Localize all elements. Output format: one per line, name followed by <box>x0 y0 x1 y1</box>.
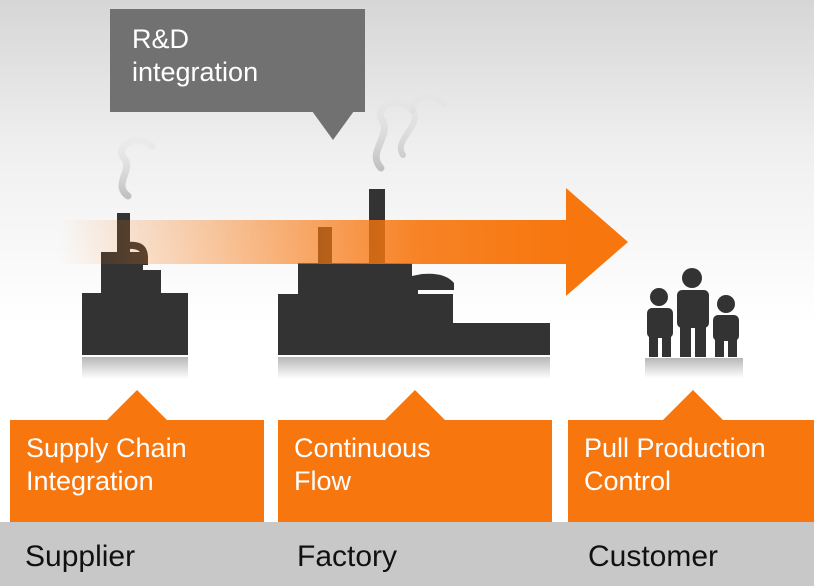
callout-continuous-flow: Continuous Flow <box>278 420 552 523</box>
column-label-supplier: Supplier <box>25 540 136 573</box>
flow-arrow <box>60 188 628 296</box>
callout-notch-supplier <box>106 390 168 421</box>
callout-notch-customer <box>662 390 724 421</box>
callout-pull-production: Pull Production Control <box>568 420 814 523</box>
callout-supply-chain: Supply Chain Integration <box>10 420 264 523</box>
callout-line-1: Supply Chain <box>26 433 187 463</box>
customer-family-icon <box>645 268 743 378</box>
smoke-icon <box>397 93 447 158</box>
rd-callout-line-2: integration <box>132 56 259 87</box>
callout-line-1: Continuous <box>294 433 431 463</box>
bottom-label-bar <box>0 522 814 586</box>
callout-line-2: Integration <box>26 465 154 496</box>
rd-integration-callout: R&D integration <box>110 9 365 112</box>
callout-line-1: Pull Production <box>584 433 766 463</box>
smoke-icon <box>118 136 156 200</box>
rd-callout-line-1: R&D <box>132 24 190 54</box>
rd-callout-pointer <box>312 111 354 140</box>
smoke-icon <box>372 98 416 172</box>
column-label-factory: Factory <box>297 540 398 573</box>
callout-line-2: Control <box>584 465 672 496</box>
callout-notch-factory <box>384 390 446 421</box>
callout-line-2: Flow <box>294 465 352 496</box>
main-factory-icon <box>278 189 550 379</box>
column-label-customer: Customer <box>588 540 719 573</box>
